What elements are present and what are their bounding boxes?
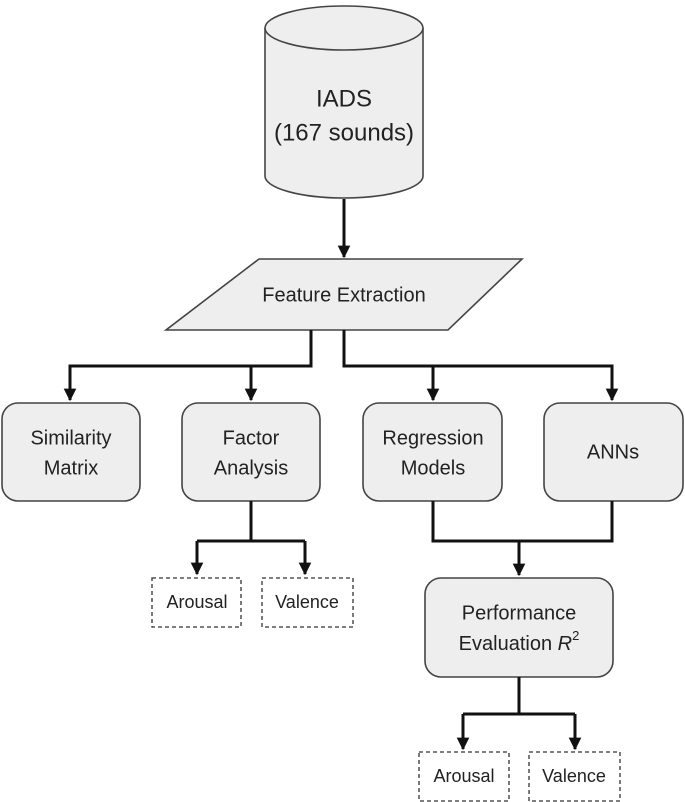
- factor-analysis-line1: Factor: [223, 427, 280, 449]
- model-merge-connectors: [431, 501, 614, 577]
- iads-database: IADS (167 sounds): [264, 5, 424, 199]
- iads-label: IADS: [316, 85, 372, 112]
- fa-valence-node: Valence: [261, 577, 354, 628]
- performance-evaluation-node: Performance Evaluation R2: [424, 577, 614, 678]
- performance-connectors: [456, 677, 582, 751]
- feature-branch-connectors: [63, 330, 619, 402]
- fa-arousal-node: Arousal: [151, 577, 242, 628]
- pe-arousal-node: Arousal: [418, 751, 510, 802]
- similarity-matrix-node: Similarity Matrix: [1, 402, 141, 502]
- factor-analysis-line2: Analysis: [214, 457, 288, 479]
- regression-models-line2: Models: [401, 457, 465, 479]
- feature-extraction-label: Feature Extraction: [262, 284, 425, 306]
- regression-models-node: Regression Models: [362, 402, 503, 502]
- iads-sounds-label: (167 sounds): [274, 119, 414, 146]
- r-squared-symbol: R: [558, 633, 572, 655]
- pe-valence-node: Valence: [528, 751, 621, 802]
- r-squared-superscript: 2: [572, 628, 579, 643]
- performance-evaluation-line1: Performance: [462, 602, 577, 624]
- similarity-matrix-line1: Similarity: [30, 427, 111, 449]
- factor-analysis-connectors: [190, 501, 312, 576]
- feature-extraction-node: Feature Extraction: [163, 258, 524, 331]
- performance-evaluation-line2: Evaluation R2: [459, 628, 580, 655]
- factor-analysis-node: Factor Analysis: [181, 402, 321, 502]
- regression-models-line1: Regression: [382, 427, 483, 449]
- similarity-matrix-line2: Matrix: [44, 457, 98, 479]
- anns-node: ANNs: [543, 402, 684, 502]
- pe-arousal-label: Arousal: [433, 766, 494, 786]
- fa-valence-label: Valence: [275, 592, 339, 612]
- fa-arousal-label: Arousal: [166, 592, 227, 612]
- anns-label: ANNs: [587, 441, 639, 463]
- pe-valence-label: Valence: [542, 766, 606, 786]
